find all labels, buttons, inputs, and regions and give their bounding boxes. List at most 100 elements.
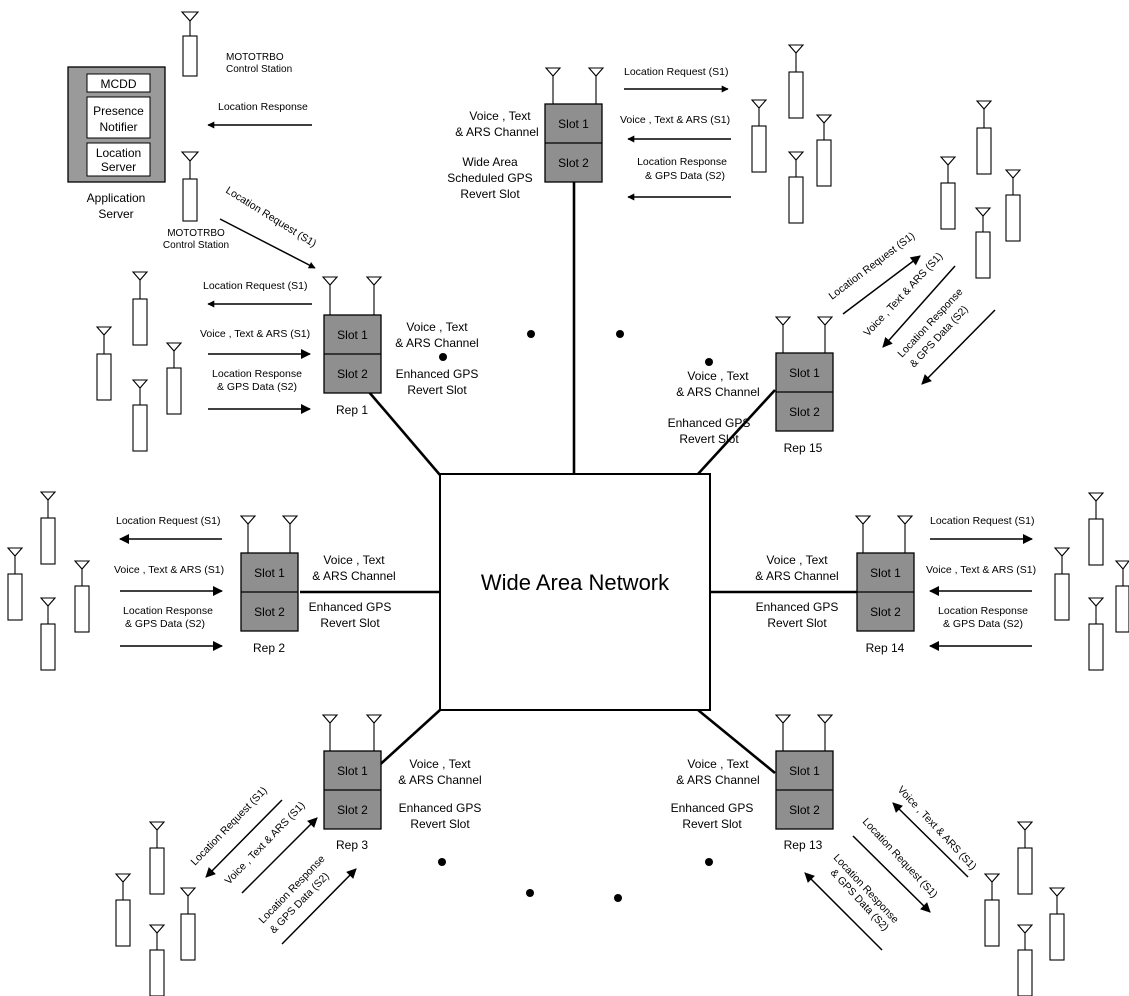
repeater-rep3: Slot 1 Slot 2 Rep 3 — [321, 714, 383, 852]
slot-1-label: Slot 1 — [789, 366, 820, 380]
svg-text:& ARS Channel: & ARS Channel — [312, 569, 395, 583]
svg-text:& ARS Channel: & ARS Channel — [676, 773, 759, 787]
svg-text:Voice , Text: Voice , Text — [409, 757, 471, 771]
svg-text:Voice , Text & ARS (S1): Voice , Text & ARS (S1) — [620, 114, 730, 126]
wide-area-network: Wide Area Network — [439, 473, 711, 711]
svg-text:& ARS Channel: & ARS Channel — [398, 773, 481, 787]
svg-text:Location Response: Location Response — [938, 605, 1028, 617]
svg-text:& GPS Data (S2): & GPS Data (S2) — [943, 618, 1023, 630]
rep13-label: Rep 13 — [784, 838, 823, 852]
svg-text:Wide Area: Wide Area — [462, 155, 518, 169]
repeater-rep14: Slot 1 Slot 2 Rep 14 — [854, 515, 915, 655]
wan-label: Wide Area Network — [481, 570, 670, 595]
location-response-flow: Location Response — [207, 101, 312, 129]
repeater-rep13: Slot 1 Slot 2 Rep 13 — [774, 714, 834, 852]
svg-text:Revert Slot: Revert Slot — [460, 187, 520, 201]
svg-text:Server: Server — [101, 160, 136, 174]
svg-text:Location Request (S1): Location Request (S1) — [624, 66, 728, 78]
slot-2-label: Slot 2 — [254, 605, 285, 619]
svg-text:MOTOTRBO: MOTOTRBO — [167, 228, 225, 239]
svg-text:Voice , Text: Voice , Text — [766, 553, 828, 567]
subscriber-radios — [6, 44, 1129, 996]
svg-text:Control Station: Control Station — [226, 64, 292, 75]
svg-text:Enhanced GPS: Enhanced GPS — [396, 367, 479, 381]
slot-1-label: Slot 1 — [789, 764, 820, 778]
svg-text:Notifier: Notifier — [99, 120, 137, 134]
channel-labels-rep1: Voice , Text & ARS Channel Enhanced GPS … — [395, 320, 478, 397]
slot-1-label: Slot 1 — [558, 117, 589, 131]
slot-2-label: Slot 2 — [337, 803, 368, 817]
svg-text:Location Response: Location Response — [218, 101, 308, 113]
svg-text:Voice , Text: Voice , Text — [687, 369, 749, 383]
ellipsis-dots — [438, 330, 713, 902]
messages-rep2: Location Request (S1) Voice , Text & ARS… — [114, 515, 224, 651]
svg-text:Presence: Presence — [93, 104, 144, 118]
application-server: MCDD Presence Notifier Location Server A… — [67, 66, 166, 221]
channel-labels-rep15: Voice , Text & ARS Channel Enhanced GPS … — [668, 369, 760, 446]
svg-text:Voice , Text & ARS (S1): Voice , Text & ARS (S1) — [200, 328, 310, 340]
channel-labels-rep3: Voice , Text & ARS Channel Enhanced GPS … — [398, 757, 481, 831]
mcdd-label: MCDD — [101, 77, 137, 91]
channel-labels-top: Voice , Text & ARS Channel Wide Area Sch… — [447, 109, 538, 201]
rep15-label: Rep 15 — [784, 441, 823, 455]
channel-labels-rep2: Voice , Text & ARS Channel Enhanced GPS … — [309, 553, 396, 630]
svg-text:Enhanced GPS: Enhanced GPS — [399, 801, 482, 815]
svg-text:Location Response: Location Response — [212, 368, 302, 380]
svg-text:Revert Slot: Revert Slot — [682, 817, 742, 831]
svg-text:& ARS Channel: & ARS Channel — [755, 569, 838, 583]
svg-text:Voice , Text: Voice , Text — [323, 553, 385, 567]
svg-text:Location Request (S1): Location Request (S1) — [930, 515, 1034, 527]
svg-text:Application: Application — [87, 191, 146, 205]
svg-text:& GPS Data (S2): & GPS Data (S2) — [645, 170, 725, 182]
svg-text:Voice , Text & ARS (S1): Voice , Text & ARS (S1) — [926, 564, 1036, 576]
channel-labels-rep13: Voice , Text & ARS Channel Enhanced GPS … — [671, 757, 760, 831]
svg-text:Location Response: Location Response — [637, 156, 727, 168]
messages-rep15: Location Request (S1) Voice , Text & ARS… — [827, 230, 996, 385]
svg-text:Location Request (S1): Location Request (S1) — [203, 280, 307, 292]
slot-1-label: Slot 1 — [337, 328, 368, 342]
slot-2-label: Slot 2 — [558, 156, 589, 170]
svg-text:Voice , Text & ARS (S1): Voice , Text & ARS (S1) — [114, 564, 224, 576]
rep14-label: Rep 14 — [866, 641, 905, 655]
svg-text:Revert Slot: Revert Slot — [767, 616, 827, 630]
slot-2-label: Slot 2 — [789, 405, 820, 419]
rep2-label: Rep 2 — [253, 641, 285, 655]
rep1-label: Rep 1 — [336, 403, 368, 417]
svg-text:& GPS Data (S2): & GPS Data (S2) — [125, 618, 205, 630]
channel-labels-rep14: Voice , Text & ARS Channel Enhanced GPS … — [755, 553, 838, 630]
svg-text:Location Response: Location Response — [123, 605, 213, 617]
svg-text:Enhanced GPS: Enhanced GPS — [309, 600, 392, 614]
rep3-label: Rep 3 — [336, 838, 368, 852]
svg-text:Voice , Text: Voice , Text — [406, 320, 468, 334]
svg-text:Revert Slot: Revert Slot — [410, 817, 470, 831]
slot-2-label: Slot 2 — [337, 367, 368, 381]
svg-text:Revert Slot: Revert Slot — [320, 616, 380, 630]
slot-2-label: Slot 2 — [870, 605, 901, 619]
messages-rep14: Location Request (S1) Voice , Text & ARS… — [926, 515, 1036, 651]
svg-text:& ARS Channel: & ARS Channel — [676, 385, 759, 399]
svg-text:Revert Slot: Revert Slot — [679, 432, 739, 446]
svg-text:& ARS Channel: & ARS Channel — [395, 336, 478, 350]
svg-text:Location: Location — [96, 146, 141, 160]
svg-text:Control Station: Control Station — [163, 240, 229, 251]
messages-rep1: Location Request (S1) Voice , Text & ARS… — [200, 280, 312, 414]
slot-1-label: Slot 1 — [870, 566, 901, 580]
svg-text:Location Request (S1): Location Request (S1) — [223, 184, 318, 250]
svg-text:Revert Slot: Revert Slot — [407, 383, 467, 397]
repeater-rep2: Slot 1 Slot 2 Rep 2 — [239, 515, 299, 655]
location-request-flow-to-rep1: Location Request (S1) — [219, 184, 318, 269]
svg-text:& GPS Data (S2): & GPS Data (S2) — [217, 381, 297, 393]
svg-text:Voice , Text: Voice , Text — [687, 757, 749, 771]
svg-text:Server: Server — [98, 207, 133, 221]
slot-1-label: Slot 1 — [254, 566, 285, 580]
svg-text:Enhanced GPS: Enhanced GPS — [756, 600, 839, 614]
svg-text:Voice , Text: Voice , Text — [469, 109, 531, 123]
repeater-rep1: Slot 1 Slot 2 Rep 1 — [321, 276, 383, 417]
control-station-top: MOTOTRBO Control Station — [180, 11, 292, 77]
svg-text:Scheduled GPS: Scheduled GPS — [447, 171, 532, 185]
repeater-top: Slot 1 Slot 2 — [544, 67, 605, 183]
slot-1-label: Slot 1 — [337, 764, 368, 778]
svg-text:Enhanced GPS: Enhanced GPS — [668, 416, 751, 430]
control-station-bottom: MOTOTRBO Control Station — [163, 151, 229, 251]
